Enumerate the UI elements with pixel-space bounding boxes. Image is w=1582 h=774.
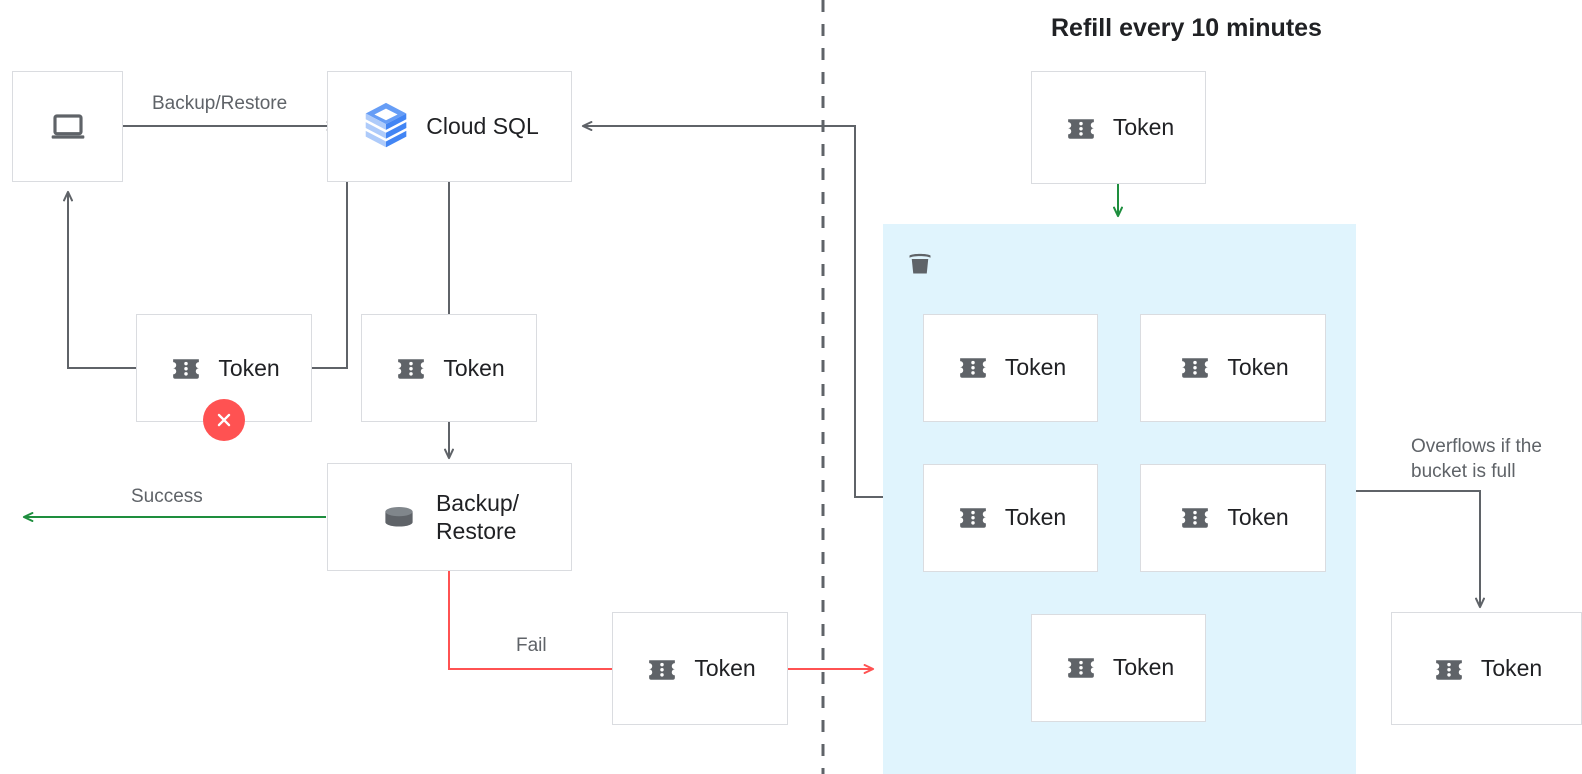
bucket-token-1[interactable]: Token (1140, 314, 1326, 422)
node-backup-restore[interactable]: Backup/ Restore (327, 463, 572, 571)
edge-label-overflow: Overflows if the bucket is full (1411, 436, 1542, 483)
backup-restore-label: Backup/ Restore (435, 489, 520, 544)
error-x-badge (203, 399, 245, 441)
token-label: Token (218, 354, 280, 381)
cloud-sql-label: Cloud SQL (426, 113, 539, 140)
token-label: Token (1112, 653, 1175, 680)
bucket-token-2[interactable]: Token (923, 464, 1098, 572)
laptop-icon (48, 107, 88, 147)
token-icon (393, 350, 429, 386)
cloud-sql-icon (360, 99, 412, 155)
token-icon (1431, 651, 1467, 687)
node-token-fail[interactable]: Token (612, 612, 788, 725)
node-client[interactable] (12, 71, 123, 182)
token-icon (1177, 349, 1213, 385)
edge-label-backup-restore: Backup/Restore (152, 93, 288, 114)
bucket-token-3[interactable]: Token (1140, 464, 1326, 572)
node-cloud-sql[interactable]: Cloud SQL (327, 71, 572, 182)
page-title: Refill every 10 minutes (1051, 14, 1322, 42)
token-icon (1063, 110, 1099, 146)
token-icon (1063, 649, 1099, 685)
token-label: Token (1112, 114, 1175, 141)
node-token-overflow[interactable]: Token (1391, 612, 1582, 725)
bucket-token-4[interactable]: Token (1031, 614, 1206, 722)
token-label: Token (1480, 655, 1543, 682)
node-token-refill[interactable]: Token (1031, 71, 1206, 184)
token-label: Token (1227, 353, 1289, 380)
edge-label-success: Success (131, 486, 203, 507)
token-icon (1177, 499, 1213, 535)
token-label: Token (694, 655, 756, 682)
token-icon (955, 499, 991, 535)
close-icon (217, 413, 231, 427)
token-label: Token (1004, 353, 1067, 380)
bucket-title (905, 249, 945, 279)
wire-overflow (1356, 490, 1485, 609)
token-icon (168, 350, 204, 386)
node-token-cloudsql[interactable]: Token (361, 314, 537, 422)
token-label: Token (443, 354, 505, 381)
wire-bucket-to-cloudsql (581, 121, 883, 498)
token-label: Token (1227, 503, 1289, 530)
token-label: Token (1004, 503, 1067, 530)
token-icon (644, 651, 680, 687)
bucket-token-0[interactable]: Token (923, 314, 1098, 422)
edge-label-fail: Fail (516, 635, 547, 656)
database-icon (380, 498, 418, 536)
bucket-icon (905, 249, 935, 279)
token-icon (955, 349, 991, 385)
